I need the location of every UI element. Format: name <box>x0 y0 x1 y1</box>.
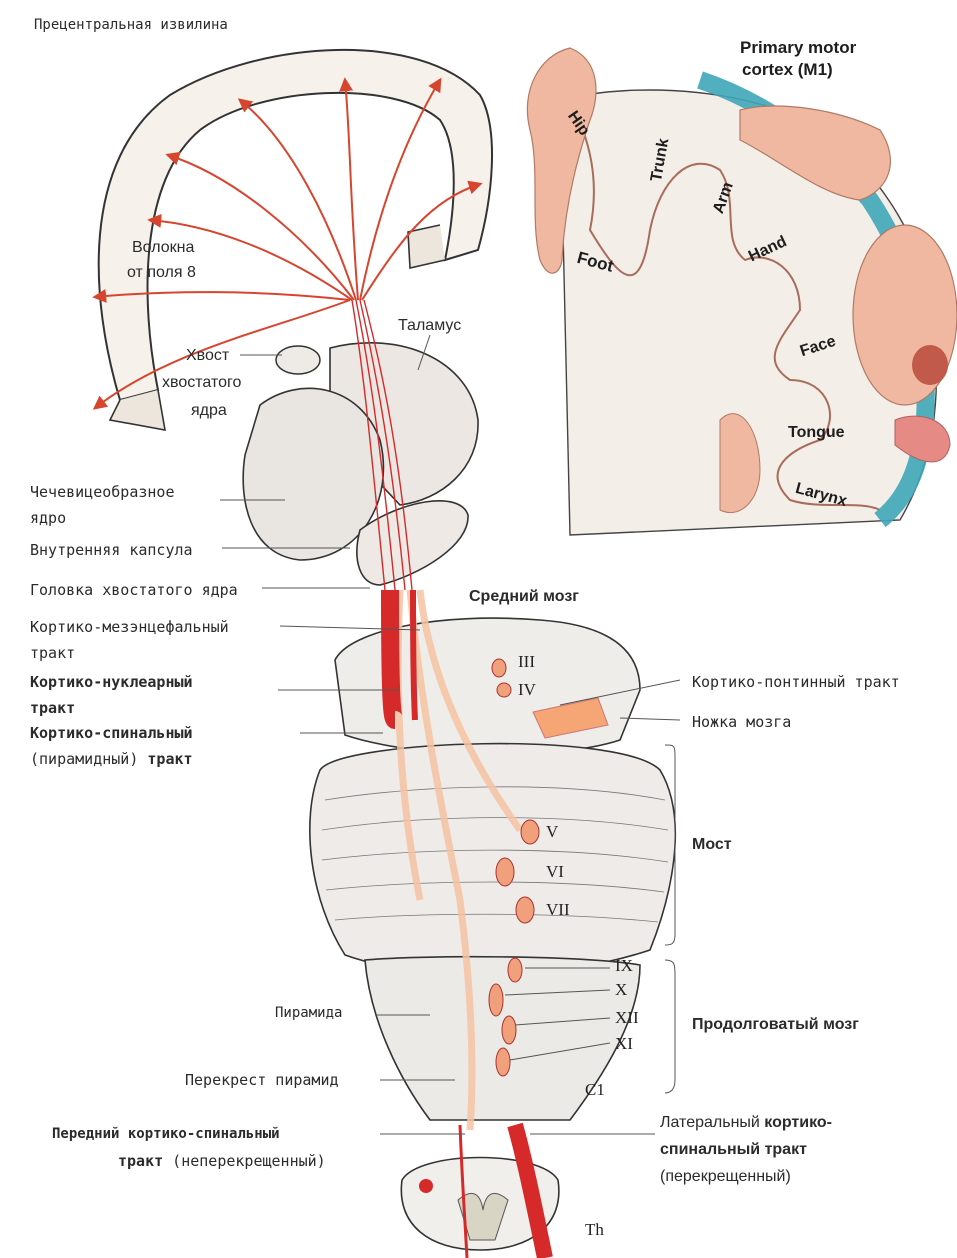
cortico-spinal-line2: (пирамидный) тракт <box>30 749 193 769</box>
lateral-tract-line3: (перекрещенный) <box>660 1166 791 1188</box>
nucleus-label-v: V <box>546 822 558 842</box>
lateral-tract-line2: спинальный тракт <box>660 1139 807 1161</box>
caudate-tail-line1: Хвост <box>186 345 229 367</box>
anterior-tract-uncrossed: (неперекрещенный) <box>163 1152 326 1170</box>
homunculus-label-tongue: Tongue <box>788 424 845 442</box>
nucleus-label-ix: IX <box>615 956 633 976</box>
cortico-mesencephalic-line1: Кортико-мезэнцефальный <box>30 617 229 637</box>
lateral-tract-cortico: кортико- <box>764 1114 832 1131</box>
anterior-tract-line1: Передний кортико-спинальный <box>52 1125 280 1144</box>
cortico-pontine-label: Кортико-понтинный тракт <box>692 672 900 692</box>
lentiform-label-line1: Чечевицеобразное <box>30 482 175 502</box>
nucleus-label-xii: XII <box>615 1008 639 1028</box>
internal-capsule-label: Внутренняя капсула <box>30 540 193 560</box>
nucleus-label-iv: IV <box>518 680 536 700</box>
caudate-head-label: Головка хвостатого ядра <box>30 580 238 600</box>
caudate-tail-line3: ядра <box>191 400 227 422</box>
pons-label: Мост <box>692 834 732 856</box>
decussation-label: Перекрест пирамид <box>185 1070 339 1090</box>
fibers-label-line2: от поля 8 <box>127 262 196 284</box>
nucleus-label-xi: XI <box>615 1034 633 1054</box>
nucleus-label-x: X <box>615 980 627 1000</box>
cortico-spinal-line1: Кортико-спинальный <box>30 723 193 743</box>
cerebral-peduncle-label: Ножка мозга <box>692 712 791 732</box>
cortico-spinal-line2-paren: (пирамидный) <box>30 750 147 768</box>
brainstem <box>310 618 675 1250</box>
cortico-spinal-line2-tract: тракт <box>147 750 192 768</box>
pyramid-label: Пирамида <box>275 1004 342 1023</box>
lateral-tract-word: Латеральный <box>660 1114 764 1131</box>
m1-heading-line2: cortex (M1) <box>742 60 833 80</box>
c1-label: C1 <box>585 1080 605 1100</box>
caudate-tail-line2: хвостатого <box>162 372 241 394</box>
cortico-nuclear-line1: Кортико-нуклеарный <box>30 672 193 692</box>
anterior-tract-line2: тракт (неперекрещенный) <box>118 1151 326 1171</box>
th-label: Th <box>585 1220 604 1240</box>
cortico-mesencephalic-line2: тракт <box>30 643 75 663</box>
nucleus-label-iii: III <box>518 652 535 672</box>
thalamus-label: Таламус <box>398 315 461 337</box>
lentiform-label-line2: ядро <box>30 508 66 528</box>
lateral-tract-line1: Латеральный кортико- <box>660 1112 832 1134</box>
anterior-tract-word: тракт <box>118 1152 163 1170</box>
precentral-gyrus-label: Прецентральная извилина <box>34 16 228 35</box>
cortico-nuclear-line2: тракт <box>30 698 75 718</box>
medulla-label: Продолговатый мозг <box>692 1014 859 1036</box>
midbrain-label: Средний мозг <box>469 586 579 608</box>
thalamus-basal-ganglia <box>243 343 478 585</box>
fibers-label-line1: Волокна <box>132 237 194 259</box>
nucleus-label-vi: VI <box>546 862 564 882</box>
m1-heading-line1: Primary motor <box>740 38 856 58</box>
nucleus-label-vii: VII <box>546 900 570 920</box>
homunculus-inset <box>527 48 957 535</box>
